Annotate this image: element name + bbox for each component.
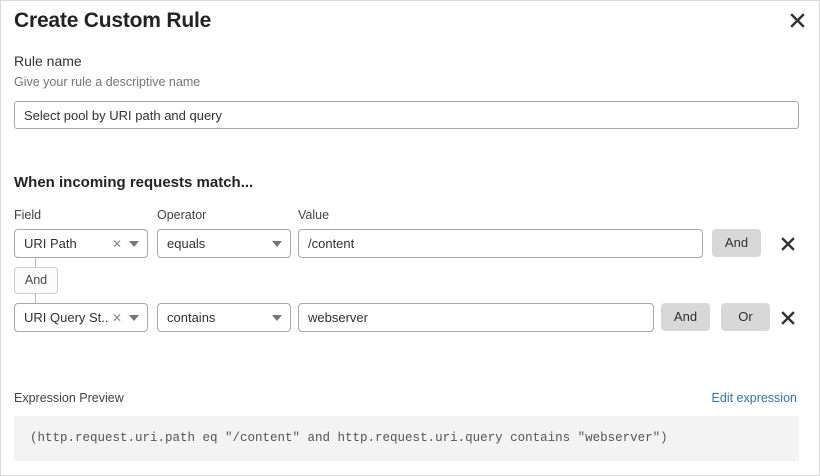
field-select-1[interactable]: URI Query St... ✕ (14, 303, 148, 332)
remove-row-glyph (781, 237, 795, 251)
chevron-down-icon (129, 314, 139, 321)
remove-row-glyph (781, 311, 795, 325)
close-glyph (789, 12, 805, 28)
operator-select-value-1: contains (167, 310, 216, 325)
value-input-0[interactable] (298, 229, 703, 258)
logic-or-button-1[interactable]: Or (721, 303, 770, 331)
rule-name-help-text: Give your rule a descriptive name (14, 75, 201, 89)
field-select-0[interactable]: URI Path ✕ (14, 229, 148, 258)
value-input-1[interactable] (298, 303, 654, 332)
rule-name-label: Rule name (14, 53, 82, 69)
clear-icon[interactable]: ✕ (111, 236, 122, 251)
operator-select-value-0: equals (167, 236, 206, 251)
column-header-value: Value (298, 208, 330, 222)
rule-name-input[interactable] (14, 101, 799, 129)
column-header-operator: Operator (157, 208, 207, 222)
expression-preview-code: (http.request.uri.path eq "/content" and… (14, 416, 799, 461)
field-select-value-0: URI Path (24, 236, 77, 251)
match-section-heading: When incoming requests match... (14, 174, 254, 191)
connector-line-top (35, 258, 36, 267)
edit-expression-link[interactable]: Edit expression (711, 391, 797, 405)
chevron-down-icon (272, 240, 282, 247)
column-header-field: Field (14, 208, 42, 222)
logic-and-button-0[interactable]: And (712, 229, 761, 257)
operator-select-1[interactable]: contains (157, 303, 291, 332)
remove-row-icon[interactable] (777, 307, 799, 329)
remove-row-icon[interactable] (777, 233, 799, 255)
field-select-value-1: URI Query St... (24, 310, 108, 325)
chevron-down-icon (272, 314, 282, 321)
dialog-title: Create Custom Rule (14, 9, 212, 32)
connector-line-bottom (35, 294, 36, 303)
clear-icon[interactable]: ✕ (111, 310, 122, 325)
condition-connector: And (14, 258, 70, 303)
close-icon[interactable] (785, 8, 809, 32)
connector-and-badge[interactable]: And (14, 267, 58, 294)
logic-and-button-1[interactable]: And (661, 303, 710, 331)
operator-select-0[interactable]: equals (157, 229, 291, 258)
chevron-down-icon (129, 240, 139, 247)
expression-preview-label: Expression Preview (14, 391, 124, 405)
